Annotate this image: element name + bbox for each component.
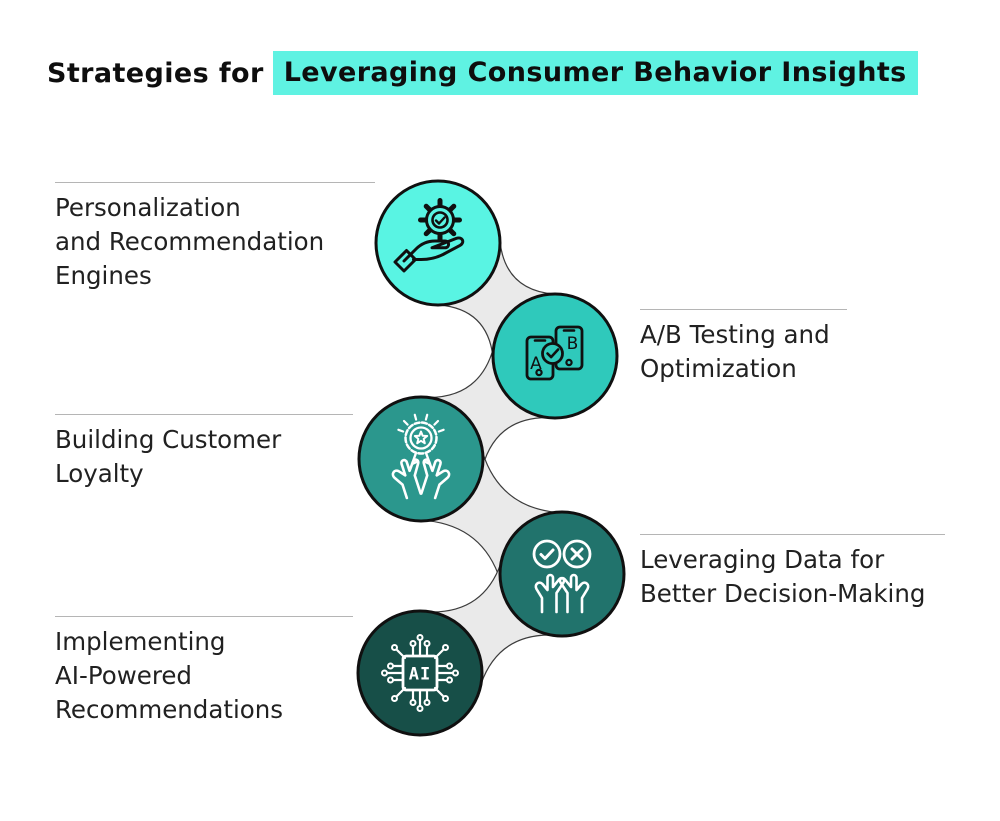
svg-text:A: A bbox=[530, 354, 542, 374]
ab-test-phones-icon: A B bbox=[525, 325, 584, 381]
hands-award-badge-icon bbox=[391, 413, 451, 500]
step-circle-ab-testing: A B bbox=[491, 292, 619, 420]
page-title: Strategies for Leveraging Consumer Behav… bbox=[47, 51, 918, 95]
ai-chip-icon: AI bbox=[381, 634, 459, 712]
step-label-ab-testing: A/B Testing and Optimization bbox=[640, 309, 847, 386]
label-line: AI-Powered bbox=[55, 661, 192, 690]
title-highlight: Leveraging Consumer Behavior Insights bbox=[272, 51, 918, 95]
svg-text:AI: AI bbox=[409, 665, 431, 685]
step-circle-personalization bbox=[374, 179, 502, 307]
label-line: Implementing bbox=[55, 627, 226, 656]
label-line: Personalization bbox=[55, 193, 241, 222]
title-prefix: Strategies for bbox=[47, 57, 264, 89]
hand-holding-gear-icon bbox=[393, 198, 465, 273]
step-circle-customer-loyalty bbox=[357, 395, 485, 523]
label-line: Better Decision-Making bbox=[640, 579, 926, 608]
step-circle-ai-recommendations: AI bbox=[356, 609, 484, 737]
step-label-ai-recommendations: Implementing AI-Powered Recommendations bbox=[55, 616, 353, 727]
step-label-personalization: Personalization and Recommendation Engin… bbox=[55, 182, 375, 293]
label-line: A/B Testing and bbox=[640, 320, 830, 349]
step-circle-data-decisions bbox=[498, 510, 626, 638]
step-label-data-decisions: Leveraging Data for Better Decision-Maki… bbox=[640, 534, 945, 611]
label-line: Optimization bbox=[640, 354, 797, 383]
step-label-customer-loyalty: Building Customer Loyalty bbox=[55, 414, 353, 491]
label-line: Leveraging Data for bbox=[640, 545, 885, 574]
label-line: Loyalty bbox=[55, 459, 144, 488]
label-rule bbox=[55, 182, 375, 183]
label-rule bbox=[55, 616, 353, 617]
label-line: and Recommendation bbox=[55, 227, 325, 256]
label-rule bbox=[640, 534, 945, 535]
label-line: Recommendations bbox=[55, 695, 284, 724]
svg-text:B: B bbox=[567, 334, 579, 354]
label-line: Engines bbox=[55, 261, 152, 290]
label-rule bbox=[55, 414, 353, 415]
hands-check-cross-icon bbox=[532, 539, 592, 614]
label-rule bbox=[640, 309, 847, 310]
label-line: Building Customer bbox=[55, 425, 282, 454]
